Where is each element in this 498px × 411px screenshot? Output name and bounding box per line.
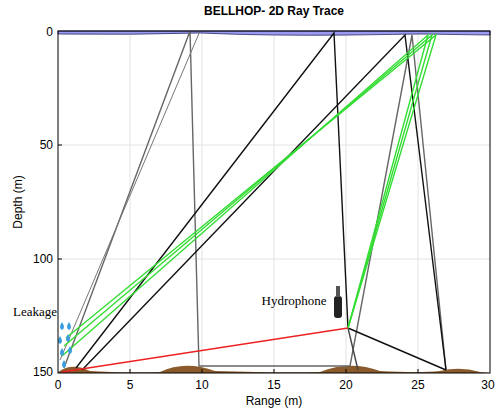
annotation: Leakage [13, 305, 57, 318]
ray [348, 328, 446, 370]
drop [67, 322, 71, 330]
ray [64, 31, 446, 370]
tick-label: 25 [411, 379, 424, 391]
ray [60, 31, 200, 360]
ray [62, 328, 348, 372]
tick-label: 50 [40, 139, 53, 151]
drop [62, 360, 66, 368]
grid-line [130, 31, 131, 373]
tick-marks [58, 145, 418, 373]
tick-label: 100 [33, 253, 53, 265]
ray [62, 35, 428, 356]
tick [346, 369, 347, 373]
axis-title: Range (m) [246, 395, 303, 407]
chart-title: BELLHOP- 2D Ray Trace [204, 5, 344, 17]
ray [82, 35, 446, 370]
drop [66, 334, 70, 342]
tick [58, 259, 62, 260]
rays [60, 31, 446, 372]
tick-label: 0 [46, 26, 53, 38]
tick-label: 15 [267, 379, 280, 391]
tick [274, 369, 275, 373]
ray [76, 33, 348, 368]
hydrophone-cable [336, 286, 340, 297]
tick-label: 20 [339, 379, 352, 391]
tick [418, 369, 419, 373]
leakage-drops [58, 322, 72, 368]
ray [64, 35, 432, 346]
drop [60, 322, 64, 330]
tick-label: 5 [127, 379, 134, 391]
tick [58, 145, 62, 146]
axis-title: Depth (m) [12, 175, 24, 228]
ray [66, 35, 436, 338]
drop [60, 348, 64, 356]
grid-line [346, 31, 347, 373]
grid-line [202, 31, 203, 373]
hydrophone-body [334, 296, 342, 318]
tick [130, 369, 131, 373]
sea-surface [58, 31, 490, 35]
tick [202, 369, 203, 373]
axes-box [58, 31, 490, 373]
drop [68, 346, 72, 354]
annotation: Hydrophone [262, 294, 327, 307]
grid-lines [58, 31, 490, 373]
ray [348, 328, 358, 370]
drop [58, 336, 62, 344]
grid-line [274, 31, 275, 373]
grid-line [58, 145, 490, 146]
tick-label: 10 [195, 379, 208, 391]
tick-label: 0 [55, 379, 62, 391]
tick-label: 30 [481, 379, 494, 391]
grid-line [58, 259, 490, 260]
hydrophone-symbol [334, 286, 342, 318]
tick-label: 150 [33, 366, 53, 378]
sea-bottom [58, 366, 490, 373]
